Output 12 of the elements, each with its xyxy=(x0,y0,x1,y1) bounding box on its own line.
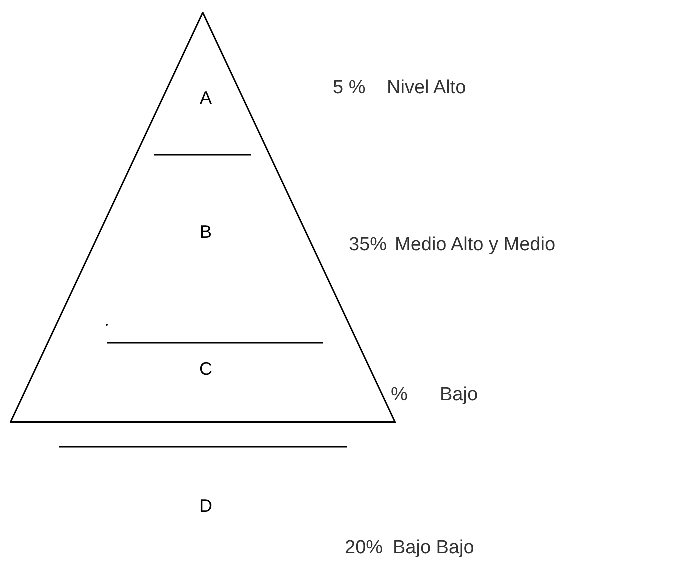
level-letter: B xyxy=(200,223,212,241)
level-name: Bajo xyxy=(440,386,478,404)
level-letter: C xyxy=(200,360,212,378)
level-letter: D xyxy=(200,497,212,515)
percentage: % xyxy=(391,386,408,404)
level-name: Bajo Bajo xyxy=(393,538,474,558)
level-name: Nivel Alto xyxy=(387,78,466,98)
percentage: 35% xyxy=(349,236,388,254)
percentage: 20% xyxy=(345,538,384,558)
level-letter: A xyxy=(200,89,212,107)
percentage: 5 % xyxy=(333,78,366,98)
level-name: Medio Alto y Medio xyxy=(395,236,556,254)
